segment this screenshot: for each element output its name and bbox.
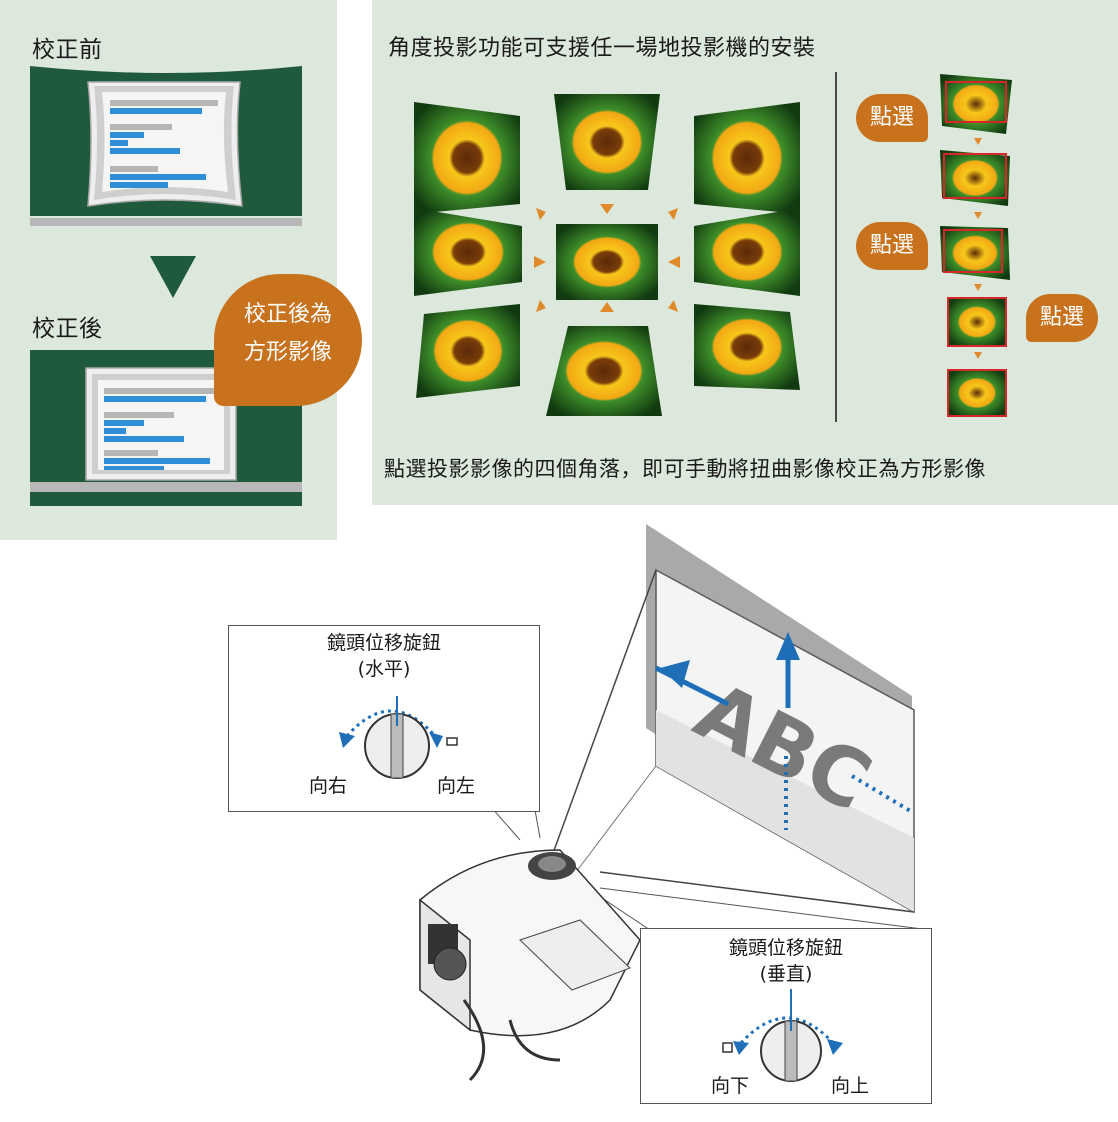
- arrow-from-bottom-left: [536, 300, 546, 312]
- image-mid-right: [694, 208, 800, 296]
- arrow-from-right: [668, 256, 680, 268]
- before-label: 校正前: [32, 37, 103, 63]
- horizontal-knob-icon[interactable]: [331, 696, 461, 786]
- corner-steps: [940, 74, 1012, 417]
- horizontal-knob-subtitle: (水平): [357, 658, 411, 680]
- projector-illustration: ABC: [419, 524, 931, 1082]
- vertical-knob-title: 鏡頭位移旋鈕: [728, 937, 843, 959]
- horizontal-knob-title: 鏡頭位移旋鈕: [326, 632, 441, 654]
- click-bubble-1-text: 點選: [869, 105, 914, 130]
- click-bubble-2: 點選: [856, 222, 928, 270]
- left-shift-arrow: [660, 660, 690, 688]
- image-top-right: [694, 102, 800, 214]
- bubble-line-1: 校正後為: [243, 302, 332, 327]
- horizontal-knob-callout: 鏡頭位移旋鈕 (水平) 向右 向左: [228, 625, 540, 812]
- arrow-from-bottom: [600, 302, 614, 312]
- before-bar-chart: [110, 100, 218, 188]
- vertical-knob-icon[interactable]: [721, 989, 861, 1084]
- click-bubble-3: 點選: [1026, 294, 1098, 342]
- after-bar-chart: [104, 388, 222, 470]
- image-center: [556, 224, 658, 300]
- image-top-center: [554, 94, 660, 190]
- down-triangle: [150, 256, 196, 298]
- vertical-knob-subtitle: (垂直): [759, 963, 813, 985]
- angle-projection-panel: 角度投影功能可支援任一場地投影機的安裝: [372, 0, 1118, 505]
- image-mid-left: [414, 208, 522, 296]
- arrow-from-top-left: [536, 208, 546, 220]
- image-bottom-left: [416, 304, 520, 398]
- horizontal-knob-right-label: 向左: [437, 775, 476, 797]
- click-bubble-1: 點選: [856, 94, 928, 142]
- arrow-from-top-right: [668, 208, 678, 220]
- arrow-from-bottom-right: [668, 300, 678, 312]
- after-label: 校正後: [32, 316, 103, 342]
- horizontal-knob-left-label: 向右: [309, 775, 348, 797]
- click-bubble-3-text: 點選: [1039, 305, 1084, 330]
- vertical-knob-callout: 鏡頭位移旋鈕 (垂直) 向下 向上: [640, 928, 932, 1104]
- angle-panel-title: 角度投影功能可支援任一場地投影機的安裝: [388, 36, 816, 61]
- arrow-from-left: [534, 256, 546, 268]
- before-board: [30, 66, 302, 226]
- projector-body: [419, 849, 641, 1082]
- vertical-knob-left-label: 向下: [711, 1075, 750, 1097]
- image-bottom-right: [694, 304, 800, 390]
- divider-line: [835, 72, 837, 422]
- image-bottom-center: [546, 326, 662, 416]
- angle-panel-caption: 點選投影影像的四個角落，即可手動將扭曲影像校正為方形影像: [384, 457, 986, 481]
- square-image-bubble: 校正後為 方形影像: [214, 274, 362, 406]
- bubble-line-2: 方形影像: [243, 340, 332, 365]
- arrow-from-top: [600, 204, 614, 214]
- keystone-grid: [414, 94, 800, 416]
- up-shift-arrow: [776, 632, 800, 660]
- image-top-left: [414, 102, 520, 214]
- click-bubble-2-text: 點選: [869, 233, 914, 258]
- before-after-panel: 校正前 校正後: [0, 0, 362, 540]
- vertical-knob-right-label: 向上: [831, 1075, 870, 1097]
